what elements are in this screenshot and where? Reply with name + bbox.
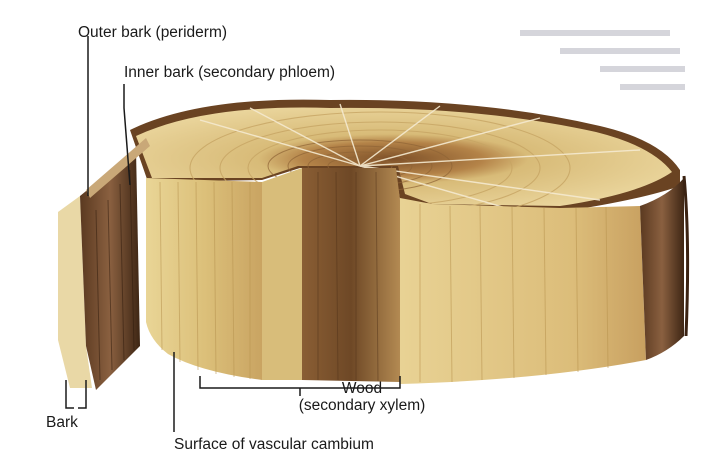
background-page-text <box>520 30 685 90</box>
label-vascular-cambium: Surface of vascular cambium <box>174 436 374 453</box>
label-inner-bark: Inner bark (secondary phloem) <box>124 64 335 81</box>
label-wood: Wood (secondary xylem) <box>262 380 462 415</box>
wood-front-face <box>146 178 262 380</box>
label-wood-line1: Wood <box>262 380 462 397</box>
bark-strip <box>58 138 150 390</box>
label-outer-bark: Outer bark (periderm) <box>78 24 227 41</box>
label-bark: Bark <box>46 414 78 431</box>
label-wood-line2: (secondary xylem) <box>262 397 462 414</box>
wood-notch <box>262 168 400 382</box>
